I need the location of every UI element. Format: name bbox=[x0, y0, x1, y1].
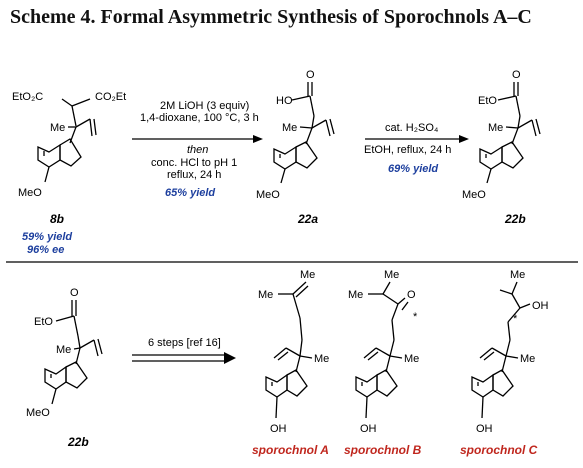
methoxy-label: MeO bbox=[18, 187, 42, 199]
methyl-label: Me bbox=[56, 344, 71, 356]
stereocenter-mark: * bbox=[513, 313, 518, 325]
step1-reagent-2: 1,4-dioxane, 100 °C, 3 h bbox=[140, 112, 259, 124]
arrow-step2: cat. H₂SO₄ EtOH, reflux, 24 h 69% yield bbox=[364, 122, 469, 175]
aryl-ring-2 bbox=[44, 365, 67, 390]
sporochnol-c: Me OH * Me OH sporochnol C bbox=[460, 269, 549, 457]
methyl-label: Me bbox=[488, 122, 503, 134]
methyl-label: Me bbox=[282, 122, 297, 134]
arrow-step1: 2M LiOH (3 equiv) 1,4-dioxane, 100 °C, 3… bbox=[132, 100, 263, 199]
step2-reagent-1: cat. H₂SO₄ bbox=[385, 122, 439, 134]
aryl-ring bbox=[295, 141, 318, 169]
methyl-label-1: Me bbox=[510, 269, 525, 281]
step3-reagent: 6 steps [ref 16] bbox=[148, 337, 221, 349]
stereocenter-mark: * bbox=[413, 311, 418, 323]
phenol-ring bbox=[376, 369, 398, 397]
hydroxyl-label: OH bbox=[270, 423, 287, 435]
name-sporochnol-a: sporochnol A bbox=[252, 443, 329, 457]
aryl-ring-2 bbox=[37, 143, 61, 168]
step2-yield: 69% yield bbox=[388, 163, 438, 175]
step1-reagent-3: conc. HCl to pH 1 bbox=[151, 157, 237, 169]
aryl-ring bbox=[501, 141, 524, 169]
compound-id-22a: 22a bbox=[297, 212, 318, 226]
methyl-label-3: Me bbox=[314, 353, 329, 365]
methoxy-label: MeO bbox=[26, 407, 50, 419]
aryl-ring bbox=[65, 361, 88, 389]
aryl-ring-2 bbox=[273, 145, 297, 170]
phenol-ring-2 bbox=[471, 373, 494, 398]
compound-22b-top: O EtO Me MeO 22b bbox=[462, 69, 541, 226]
step1-then: then bbox=[187, 144, 208, 156]
hydroxyl-label: OH bbox=[360, 423, 377, 435]
compound-id-22b: 22b bbox=[504, 212, 526, 226]
methyl-label-2: Me bbox=[520, 353, 535, 365]
carbonyl-oxygen-label: O bbox=[70, 287, 79, 299]
methyl-label-3: Me bbox=[404, 353, 419, 365]
compound-id-22b-bottom: 22b bbox=[67, 435, 89, 449]
step1-reagent-4: reflux, 24 h bbox=[167, 169, 221, 181]
methyl-label-2: Me bbox=[348, 289, 363, 301]
sporochnol-b: Me Me O * Me OH sporochnol B bbox=[344, 269, 422, 457]
compound-22a: O HO Me MeO 22a bbox=[256, 69, 335, 226]
methyl-label-2: Me bbox=[258, 289, 273, 301]
carbonyl-oxygen-label: O bbox=[306, 69, 315, 81]
carbonyl-oxygen-label: O bbox=[512, 69, 521, 81]
compound-id-8b: 8b bbox=[50, 212, 64, 226]
phenol-ring-2 bbox=[265, 373, 288, 398]
yield-8b: 59% yield bbox=[22, 231, 72, 243]
methyl-label: Me bbox=[50, 122, 65, 134]
step1-reagent-1: 2M LiOH (3 equiv) bbox=[160, 100, 249, 112]
step1-yield: 65% yield bbox=[165, 187, 215, 199]
name-sporochnol-c: sporochnol C bbox=[460, 443, 538, 457]
methyl-label-1: Me bbox=[300, 269, 315, 281]
ethoxy-label: EtO bbox=[34, 316, 53, 328]
phenol-ring bbox=[492, 369, 514, 397]
acid-label: HO bbox=[276, 95, 293, 107]
name-sporochnol-b: sporochnol B bbox=[344, 443, 422, 457]
side-hydroxyl-label: OH bbox=[532, 300, 549, 312]
compound-8b: EtO₂C CO₂Et Me MeO 8b 59% yield 96% ee bbox=[12, 91, 126, 256]
ethoxy-label: EtO bbox=[478, 95, 497, 107]
ee-8b: 96% ee bbox=[27, 244, 64, 256]
step2-reagent-2: EtOH, reflux, 24 h bbox=[364, 144, 451, 156]
hydroxyl-label: OH bbox=[476, 423, 493, 435]
phenol-ring-2 bbox=[355, 373, 378, 398]
methoxy-label: MeO bbox=[462, 189, 486, 201]
sporochnol-a: Me Me Me OH sporochnol A bbox=[252, 269, 329, 457]
aryl-ring-2 bbox=[479, 145, 503, 170]
ester-right-label: CO₂Et bbox=[95, 91, 126, 103]
epoxide-oxygen-label: O bbox=[407, 289, 416, 301]
methyl-label-1: Me bbox=[384, 269, 399, 281]
compound-22b-bottom: O EtO Me MeO 22b bbox=[26, 287, 103, 449]
phenol-ring bbox=[286, 369, 308, 397]
arrow-step3: 6 steps [ref 16] bbox=[132, 337, 236, 364]
ester-left-label: EtO₂C bbox=[12, 91, 43, 103]
scheme-title: Scheme 4. Formal Asymmetric Synthesis of… bbox=[10, 6, 532, 28]
methoxy-label: MeO bbox=[256, 189, 280, 201]
